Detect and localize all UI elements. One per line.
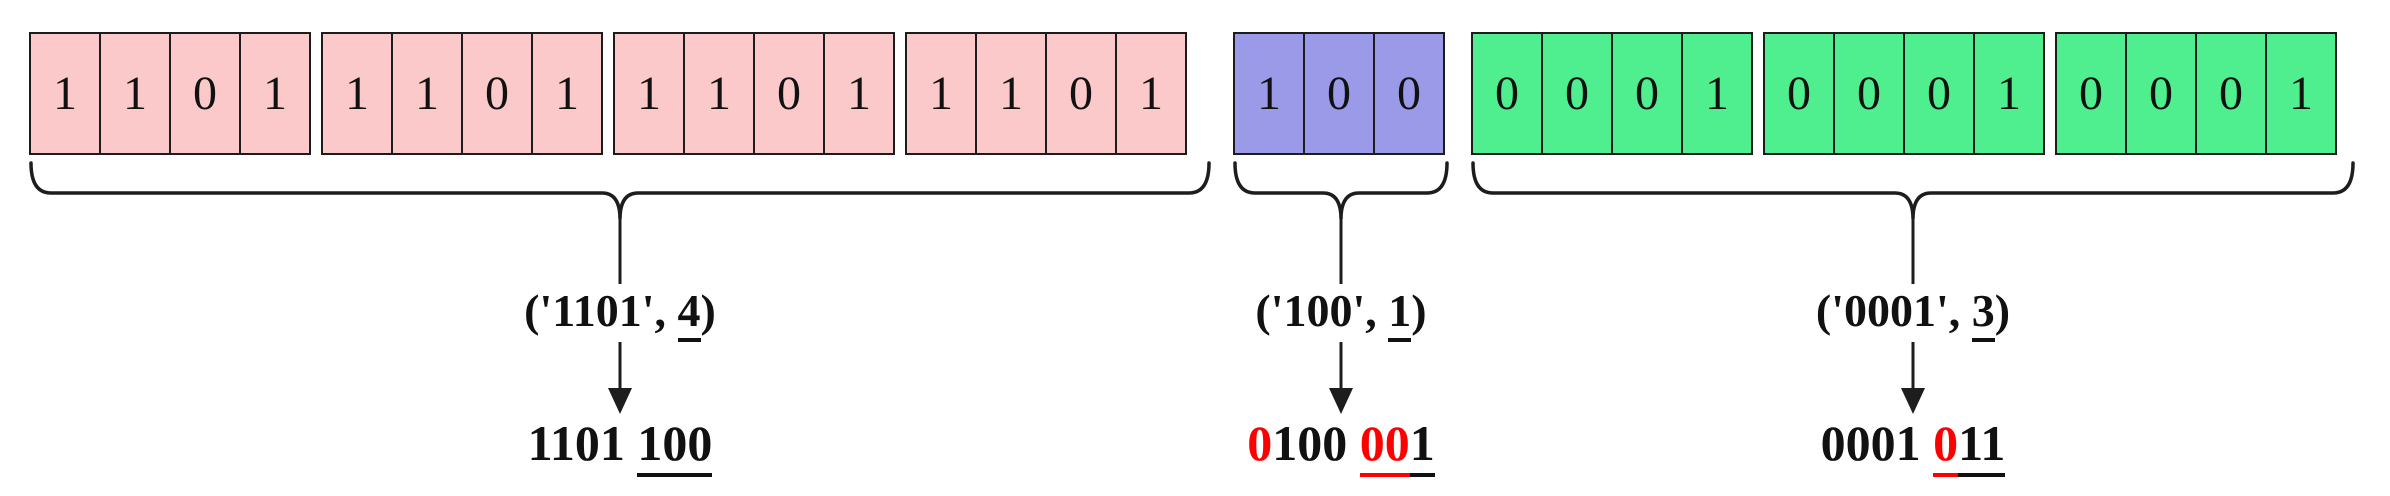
bit-cell: 0: [753, 32, 825, 155]
bit-cell: 1: [823, 32, 895, 155]
result-pad-bits: 00: [1359, 415, 1410, 477]
bit-cell: 0: [461, 32, 533, 155]
bit-cell: 0: [1763, 32, 1835, 155]
result-count-bits: 100: [637, 415, 713, 477]
bit-cell: 0: [2055, 32, 2127, 155]
bit-group: 0 0 0 1: [1471, 32, 1753, 155]
bit-group: 1 0 0: [1233, 32, 1445, 155]
tuple-prefix: ('0001',: [1815, 285, 1972, 336]
bit-cell: 0: [1471, 32, 1543, 155]
result-base: 0001: [1820, 415, 1934, 471]
bit-cell: 0: [169, 32, 241, 155]
tuple-suffix: ): [1411, 285, 1427, 336]
bit-cell: 1: [2265, 32, 2337, 155]
bit-group: 1 1 0 1: [29, 32, 311, 155]
run-count: 1: [1388, 285, 1412, 342]
bit-group: 0 0 0 1: [1763, 32, 2045, 155]
bit-cell: 1: [1233, 32, 1305, 155]
bit-cell: 1: [613, 32, 685, 155]
result-pad-bit: 0: [1933, 415, 1959, 477]
tuple-suffix: ): [700, 285, 716, 336]
result-count-bits: 11: [1958, 415, 2006, 477]
bit-section-green: 0 0 0 1 0 0 0 1 0 0 0 1: [1471, 32, 2337, 155]
result-base: 100: [1272, 415, 1360, 471]
bit-cell: 1: [683, 32, 755, 155]
tuple-suffix: ): [1994, 285, 2011, 336]
encoded-result-purple: 0100 001: [1091, 415, 1591, 477]
bit-cell: 0: [1611, 32, 1683, 155]
bit-section-pink: 1 1 0 1 1 1 0 1 1 1 0 1 1 1 0 1: [29, 32, 1187, 155]
bit-cell: 0: [2125, 32, 2197, 155]
underbrace-purple: [1233, 161, 1449, 220]
bit-cell: 1: [905, 32, 977, 155]
tuple-label-pink: ('1101', 4): [370, 285, 870, 342]
bit-cell: 1: [29, 32, 101, 155]
bit-group: 0 0 0 1: [2055, 32, 2337, 155]
run-count: 3: [1971, 285, 1995, 342]
bit-group: 1 1 0 1: [613, 32, 895, 155]
bit-cell: 0: [1045, 32, 1117, 155]
tuple-label-purple: ('100', 1): [1091, 285, 1591, 342]
result-pad-bit: 0: [1247, 415, 1273, 471]
result-base: 1101: [527, 415, 638, 471]
tuple-prefix: ('100',: [1255, 285, 1389, 336]
encoded-result-green: 0001 011: [1663, 415, 2163, 477]
tuple-prefix: ('1101',: [524, 285, 678, 336]
bit-cell: 1: [391, 32, 463, 155]
bit-cell: 0: [1833, 32, 1905, 155]
bit-section-purple: 1 0 0: [1233, 32, 1445, 155]
bit-cell: 0: [2195, 32, 2267, 155]
underbrace-green: [1471, 161, 2355, 220]
down-arrow-head-green: [1901, 388, 1925, 414]
bit-group: 1 1 0 1: [321, 32, 603, 155]
bit-cell: 1: [975, 32, 1047, 155]
bit-cell: 1: [1973, 32, 2045, 155]
bit-cell: 1: [1115, 32, 1187, 155]
down-arrow-head-pink: [608, 388, 632, 414]
bit-cell: 1: [321, 32, 393, 155]
bit-cell: 0: [1303, 32, 1375, 155]
bit-cell: 0: [1903, 32, 1975, 155]
result-count-bits: 1: [1409, 415, 1435, 477]
bit-group: 1 1 0 1: [905, 32, 1187, 155]
bit-cell: 1: [239, 32, 311, 155]
bit-cell: 1: [1681, 32, 1753, 155]
bit-cell: 1: [531, 32, 603, 155]
bit-cell: 0: [1373, 32, 1445, 155]
tuple-label-green: ('0001', 3): [1663, 285, 2163, 342]
bit-cell: 1: [99, 32, 171, 155]
run-count: 4: [677, 285, 701, 342]
underbrace-pink: [29, 161, 1211, 220]
down-arrow-head-purple: [1329, 388, 1353, 414]
encoded-result-pink: 1101 100: [370, 415, 870, 477]
bit-cell: 0: [1541, 32, 1613, 155]
